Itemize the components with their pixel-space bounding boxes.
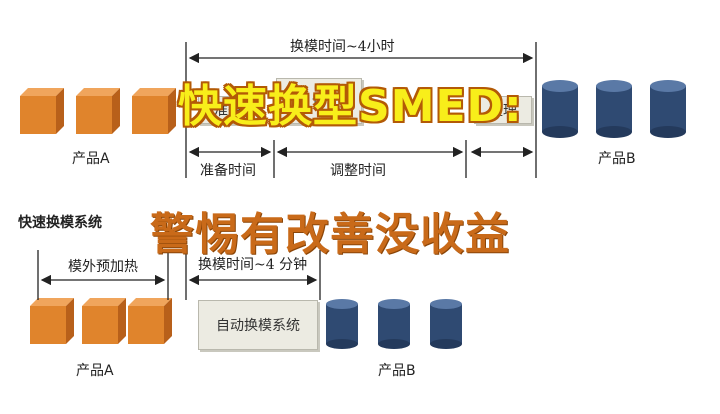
- barrel-icon: [430, 299, 462, 349]
- product-b-barrels-bottom: [326, 299, 462, 349]
- auto-changeover-system-box: 自动换模系统: [198, 300, 318, 350]
- product-b-label-top: 产品B: [598, 151, 636, 167]
- barrel-icon: [650, 80, 686, 138]
- fast-section-title: 快速换模系统: [18, 215, 102, 231]
- fast-timeline-arrows: [37, 250, 321, 300]
- product-a-label-bottom: 产品A: [76, 363, 114, 379]
- barrel-icon: [326, 299, 358, 349]
- product-a-cubes-top: [20, 88, 176, 134]
- barrel-icon: [596, 80, 632, 138]
- cube-icon: [128, 298, 172, 344]
- adjust-step-box: 调: [276, 78, 362, 124]
- product-a-label-top: 产品A: [72, 151, 110, 167]
- headline-warning: 警惕有改善没收益: [150, 209, 510, 260]
- cube-icon: [82, 298, 126, 344]
- cube-icon: [20, 88, 64, 134]
- product-b-barrels-top: [542, 80, 686, 138]
- cube-icon: [76, 88, 120, 134]
- fast-changeover-time-label: 换模时间~4 分钟: [198, 257, 308, 273]
- total-changeover-time-label: 换模时间~4小时: [290, 39, 395, 55]
- cube-icon: [30, 298, 74, 344]
- product-b-label-bottom: 产品B: [378, 363, 416, 379]
- prep-time-label: 准备时间: [200, 163, 256, 179]
- cube-icon: [132, 88, 176, 134]
- preheat-label: 模外预加热: [68, 259, 138, 275]
- traditional-timeline-arrows: [185, 42, 537, 178]
- adjust-time-label: 调整时间: [330, 163, 386, 179]
- barrel-icon: [542, 80, 578, 138]
- headline-smed: 快速换型SMED:: [178, 81, 523, 132]
- prep-step-box: 准备: [198, 96, 258, 124]
- tidy-step-box: 整理: [474, 96, 532, 124]
- product-a-cubes-bottom: [30, 298, 172, 344]
- barrel-icon: [378, 299, 410, 349]
